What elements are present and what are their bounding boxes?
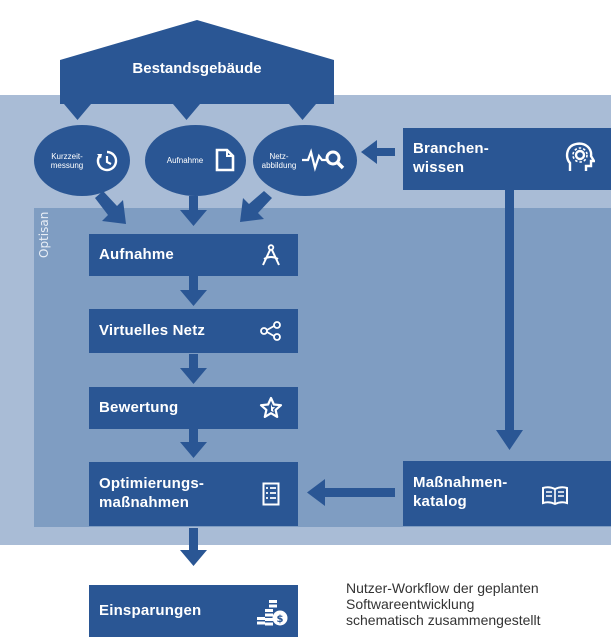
oval-kurzzeitmessung: Kurzzeit- messung [34, 125, 130, 196]
kurzzeit-line2: messung [50, 161, 84, 170]
katalog-line1: Maßnahmen- [413, 474, 508, 491]
step-bewertung-label: Bewertung [99, 399, 179, 416]
clock-icon [96, 150, 118, 172]
netz-line2: abbildung [261, 161, 297, 170]
arrow-netz-bewertung [180, 354, 207, 384]
optimierung-line1: Optimierungs- [99, 475, 205, 492]
star-icon [259, 396, 283, 418]
figure-caption: Nutzer-Workflow der geplanten Softwareen… [346, 580, 611, 637]
step-netz-label: Virtuelles Netz [99, 322, 206, 339]
arrow-branchen-netz [361, 140, 395, 164]
step-optimierungsmassnahmen: Optimierungs- maßnahmen [89, 462, 298, 526]
coins-icon: $ [257, 600, 288, 626]
bestandsgebaeude-label: Bestandsgebäude [132, 60, 262, 77]
share-icon [260, 321, 281, 341]
arrow-roof-netz [289, 84, 316, 120]
einsparungen-label: Einsparungen [99, 602, 202, 619]
gear-head-icon [565, 142, 595, 171]
arrow-kurzzeit-step [95, 191, 126, 224]
arrow-aufnahme-netz [180, 276, 207, 306]
arrow-aufnahme-step [180, 196, 207, 226]
arrow-roof-kurzzeit [64, 84, 91, 120]
arrow-roof-aufnahme [173, 84, 200, 120]
arrow-branchen-katalog [496, 170, 523, 450]
document-icon [215, 148, 235, 172]
oval-netzabbildung: Netz- abbildung [253, 125, 357, 196]
branchen-line1: Branchen- [413, 140, 489, 157]
branchenwissen-box: Branchen- wissen [403, 128, 611, 190]
arrow-katalog-optimierung [307, 479, 395, 506]
arrow-bewertung-optimierung [180, 428, 207, 458]
arrow-netz-step [240, 191, 272, 222]
checklist-icon [262, 482, 280, 506]
kurzzeit-line1: Kurzzeit- [51, 152, 83, 161]
arrow-optimierung-einsparungen [180, 528, 207, 566]
step-bewertung: Bewertung [89, 387, 298, 429]
pulse-search-icon [302, 148, 345, 172]
einsparungen-box: Einsparungen $ [89, 585, 298, 637]
bestandsgebaeude-roof: Bestandsgebäude [60, 20, 334, 104]
netz-line1: Netz- [269, 152, 289, 161]
caption-line2: Softwareentwicklung [346, 596, 475, 612]
oval-aufnahme: Aufnahme [145, 125, 246, 196]
massnahmenkatalog-box: Maßnahmen- katalog [403, 461, 611, 526]
caption-line1: Nutzer-Workflow der geplanten [346, 580, 539, 596]
oval-aufnahme-label: Aufnahme [166, 156, 204, 165]
branchen-line2: wissen [413, 159, 465, 176]
book-icon [542, 486, 568, 505]
optimierung-line2: maßnahmen [99, 494, 190, 511]
step-aufnahme: Aufnahme [89, 234, 298, 276]
svg-text:$: $ [277, 614, 284, 625]
step-virtuelles-netz: Virtuelles Netz [89, 309, 298, 353]
katalog-line2: katalog [413, 493, 467, 510]
caption-line3: schematisch zusammengestellt [346, 612, 541, 628]
compass-icon [262, 244, 280, 266]
step-aufnahme-label: Aufnahme [99, 246, 174, 263]
